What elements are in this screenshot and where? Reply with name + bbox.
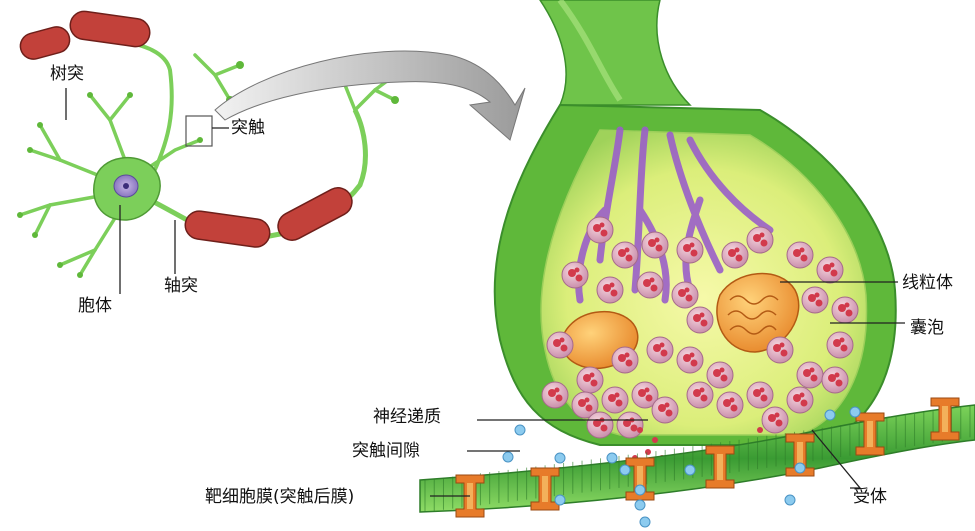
- synaptic-terminal: [420, 0, 975, 527]
- ion-particle: [850, 407, 860, 417]
- vesicle: [797, 362, 823, 388]
- vesicle: [747, 382, 773, 408]
- ion-particle: [640, 517, 650, 527]
- neurotransmitter-dot: [637, 427, 643, 433]
- label-target-membrane: 靶细胞膜(突触后膜): [205, 487, 354, 507]
- vesicle: [717, 392, 743, 418]
- label-vesicle: 囊泡: [910, 318, 944, 338]
- vesicle: [787, 387, 813, 413]
- vesicle: [587, 412, 613, 438]
- vesicle: [827, 332, 853, 358]
- neurotransmitter-dot: [645, 449, 651, 455]
- label-synaptic-cleft: 突触间隙: [352, 441, 420, 461]
- label-receptor: 受体: [853, 487, 887, 507]
- myelin-sheaths-upper: [17, 10, 151, 62]
- vesicle: [612, 242, 638, 268]
- vesicle: [672, 282, 698, 308]
- myelin-sheaths-lower: [183, 183, 356, 249]
- ion-particle: [785, 495, 795, 505]
- vesicle: [787, 242, 813, 268]
- vesicle: [602, 387, 628, 413]
- ion-particle: [825, 410, 835, 420]
- vesicle: [647, 337, 673, 363]
- ion-particle: [620, 465, 630, 475]
- vesicle: [677, 237, 703, 263]
- label-soma: 胞体: [78, 296, 112, 316]
- neurotransmitter-dot: [757, 427, 763, 433]
- ion-particle: [635, 500, 645, 510]
- vesicle: [652, 397, 678, 423]
- ion-particle: [503, 452, 513, 462]
- vesicle: [542, 382, 568, 408]
- ion-particle: [555, 495, 565, 505]
- vesicle: [642, 232, 668, 258]
- vesicle: [677, 347, 703, 373]
- label-neurotransmitter: 神经递质: [373, 407, 441, 427]
- label-mitochondria: 线粒体: [902, 273, 953, 293]
- vesicle: [687, 307, 713, 333]
- vesicle: [637, 272, 663, 298]
- ion-particle: [607, 453, 617, 463]
- nucleolus: [123, 183, 129, 189]
- ion-particle: [555, 453, 565, 463]
- dendrite-tips: [17, 61, 399, 278]
- vesicle: [587, 217, 613, 243]
- ion-particle: [515, 425, 525, 435]
- vesicle: [707, 362, 733, 388]
- vesicle: [577, 367, 603, 393]
- vesicle: [802, 287, 828, 313]
- ion-particle: [795, 463, 805, 473]
- vesicle: [617, 412, 643, 438]
- vesicle: [747, 227, 773, 253]
- ion-particle: [685, 465, 695, 475]
- vesicle: [547, 332, 573, 358]
- vesicle: [822, 367, 848, 393]
- vesicle: [762, 407, 788, 433]
- vesicle: [817, 257, 843, 283]
- vesicle: [722, 242, 748, 268]
- vesicle: [562, 262, 588, 288]
- label-synapse: 突触: [231, 118, 265, 138]
- vesicle: [687, 382, 713, 408]
- vesicle: [832, 297, 858, 323]
- neuron-overview: [17, 10, 399, 294]
- label-dendrite: 树突: [50, 64, 84, 84]
- label-axon: 轴突: [164, 276, 198, 296]
- vesicle: [612, 347, 638, 373]
- neurotransmitter-dot: [652, 437, 658, 443]
- ion-particle: [635, 485, 645, 495]
- vesicle: [597, 277, 623, 303]
- dendrites: [20, 55, 395, 275]
- vesicle: [767, 337, 793, 363]
